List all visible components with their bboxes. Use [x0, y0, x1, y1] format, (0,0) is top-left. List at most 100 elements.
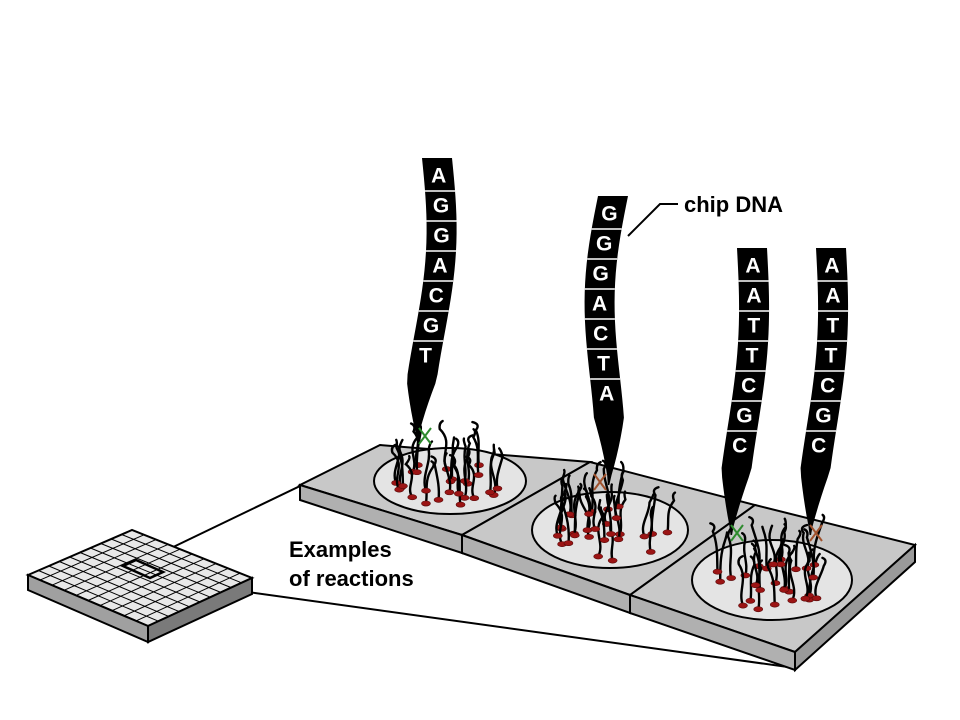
bound-dot — [645, 548, 656, 555]
bound-dot — [639, 533, 650, 540]
bound-dot — [454, 490, 464, 497]
probe-strand — [618, 490, 627, 536]
base-letter: G — [736, 405, 752, 428]
bound-dot — [745, 597, 756, 604]
hybridization-mark — [809, 524, 823, 542]
chip-grid — [38, 534, 242, 622]
base-letter: G — [601, 203, 617, 226]
probe-strand — [614, 471, 625, 520]
probe-strand — [495, 447, 504, 490]
probe-strand — [803, 551, 811, 600]
tile-3-side — [794, 542, 916, 673]
bound-dot — [407, 494, 418, 501]
base-letter: A — [432, 255, 447, 278]
bound-dot — [473, 472, 484, 478]
examples-label-line-1: Examples — [289, 537, 392, 562]
bound-dot — [584, 533, 594, 540]
bound-dot — [485, 489, 495, 496]
bound-dot — [611, 515, 622, 521]
probe-strand — [783, 543, 791, 593]
chip-dna-leader-line — [627, 203, 678, 237]
base-letter: G — [433, 195, 449, 218]
base-letter: C — [741, 375, 756, 398]
probe-strand — [788, 551, 796, 602]
base-letter: A — [592, 293, 607, 316]
bound-dot — [800, 595, 811, 602]
strand-ribbon — [721, 248, 770, 535]
probe-strand — [404, 454, 414, 499]
bound-dot — [599, 537, 610, 543]
reaction-tile-2 — [459, 459, 758, 615]
probe-strand — [605, 493, 613, 536]
bound-dot — [553, 532, 563, 539]
base-letter: G — [433, 225, 449, 248]
base-letter: T — [747, 315, 760, 338]
probe-strand — [588, 487, 597, 531]
bound-dot — [769, 601, 780, 608]
probe-strand — [612, 494, 621, 541]
base-letter: A — [746, 285, 761, 308]
probe-strand — [597, 498, 606, 542]
chip-highlight-cell — [119, 558, 167, 580]
bound-dot — [662, 529, 673, 536]
bound-dot — [779, 586, 789, 593]
bound-dot — [412, 469, 422, 476]
bound-dot — [808, 574, 819, 581]
probe-strand — [449, 437, 460, 483]
reaction-tile-1 — [297, 419, 594, 555]
bound-dot — [768, 561, 779, 568]
base-letter: C — [732, 435, 747, 458]
base-letter: A — [825, 285, 840, 308]
probe-strand — [553, 494, 564, 546]
probe-strand — [390, 443, 401, 491]
bound-dot — [444, 489, 455, 496]
base-letter: T — [746, 345, 759, 368]
chip-grid-line — [135, 572, 241, 622]
probe-strand — [766, 557, 776, 606]
base-letter: G — [815, 405, 831, 428]
probe-strand — [561, 468, 572, 516]
base-letter: A — [824, 255, 839, 278]
probe-strand — [750, 542, 759, 587]
probe-strand — [648, 505, 655, 554]
bound-dot — [613, 536, 624, 543]
bound-dot — [715, 578, 725, 585]
probe-strand — [395, 438, 405, 488]
probe-strand — [740, 532, 748, 577]
probe-strand — [415, 425, 423, 474]
tile-1-probes — [390, 419, 504, 508]
hybridization-mark — [730, 524, 744, 542]
bound-dot — [421, 500, 431, 507]
reaction-tile-3 — [627, 503, 918, 673]
base-letter: C — [811, 435, 826, 458]
bound-dot — [755, 587, 765, 593]
probe-strand — [737, 554, 745, 607]
base-letter: A — [745, 255, 760, 278]
probe-strand — [393, 438, 404, 485]
chip-grid-line — [100, 543, 221, 593]
hybridization-mark — [418, 427, 432, 445]
probe-strand — [748, 515, 761, 568]
base-letter: A — [431, 165, 446, 188]
probe-strand — [803, 528, 815, 579]
tile-3-probes — [709, 513, 827, 613]
bound-dot — [455, 501, 466, 508]
bound-dot — [469, 495, 480, 502]
base-letter: T — [826, 315, 839, 338]
probe-strand — [471, 428, 480, 477]
chip-grid-line — [87, 553, 193, 601]
bound-dot — [606, 531, 616, 537]
bound-dot — [712, 568, 723, 575]
probe-strand — [777, 523, 788, 566]
bound-dot — [738, 602, 748, 609]
bound-dot — [791, 566, 801, 573]
base-letter: G — [423, 315, 439, 338]
probe-strand — [466, 434, 474, 485]
probe-strand — [794, 529, 802, 571]
chip-grid-line — [111, 563, 217, 612]
probe-strand — [555, 492, 567, 537]
base-letter: T — [825, 345, 838, 368]
